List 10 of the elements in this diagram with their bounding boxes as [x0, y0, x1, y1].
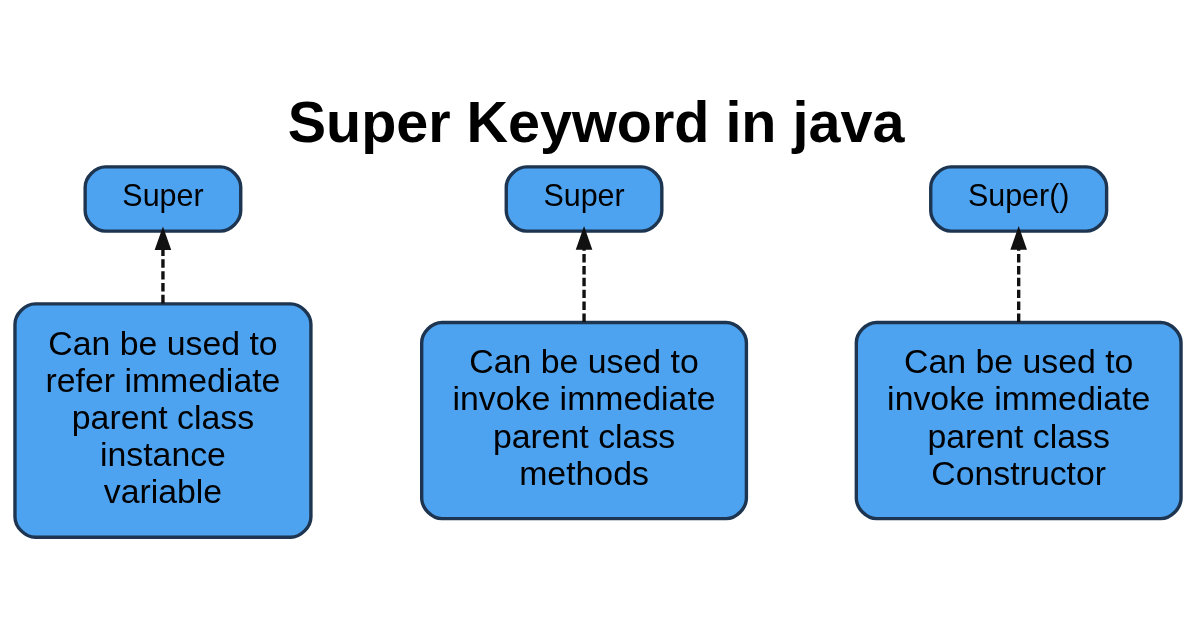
arrow: [154, 226, 172, 304]
node-box: Super: [504, 165, 664, 233]
node-box: Super(): [929, 165, 1109, 233]
node-box: Can be used to refer immediate parent class instance variable: [13, 302, 313, 539]
node-box: Can be used to invoke immediate parent class methods: [420, 320, 749, 521]
node-box: Can be used to invoke immediate parent class Constructor: [854, 320, 1183, 521]
node-box: Super: [83, 165, 243, 233]
arrow: [1010, 226, 1027, 322]
diagram-title: Super Keyword in java: [287, 89, 905, 154]
arrow: [575, 226, 593, 322]
